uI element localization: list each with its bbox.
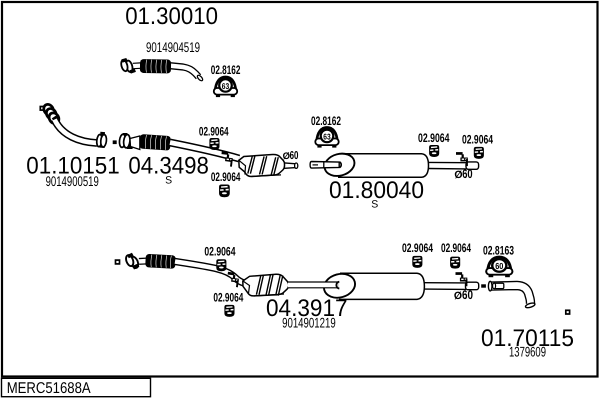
- svg-text:01.70115: 01.70115: [481, 325, 574, 352]
- svg-text:60: 60: [495, 261, 503, 271]
- svg-text:S: S: [371, 198, 378, 210]
- svg-text:60: 60: [462, 288, 473, 302]
- svg-text:9014900519: 9014900519: [46, 173, 99, 189]
- svg-text:01.10151: 01.10151: [26, 153, 119, 180]
- svg-text:Ø: Ø: [454, 169, 462, 181]
- svg-text:02.9064: 02.9064: [211, 170, 241, 184]
- svg-text:1379609: 1379609: [509, 344, 546, 360]
- svg-text:02.9064: 02.9064: [199, 124, 229, 138]
- svg-text:01.80040: 01.80040: [329, 177, 424, 204]
- svg-text:9014904519: 9014904519: [146, 39, 200, 55]
- svg-text:63: 63: [323, 131, 331, 141]
- svg-text:02.9064: 02.9064: [402, 241, 433, 255]
- svg-text:Ø: Ø: [454, 290, 462, 302]
- svg-text:04.3498: 04.3498: [128, 153, 209, 180]
- svg-text:02.8162: 02.8162: [311, 114, 341, 128]
- svg-text:63: 63: [222, 81, 230, 91]
- svg-text:60: 60: [290, 150, 299, 162]
- svg-text:S: S: [165, 175, 172, 187]
- svg-text:9014901219: 9014901219: [282, 315, 336, 331]
- svg-text:01.30010: 01.30010: [125, 3, 218, 30]
- svg-text:02.8163: 02.8163: [483, 244, 514, 258]
- svg-text:04.3917: 04.3917: [266, 295, 348, 322]
- svg-text:60: 60: [462, 167, 472, 181]
- svg-text:02.8162: 02.8162: [211, 63, 241, 77]
- svg-text:02.9064: 02.9064: [204, 245, 235, 259]
- svg-text:Ø: Ø: [283, 151, 290, 162]
- svg-text:02.9064: 02.9064: [441, 241, 471, 255]
- svg-text:02.9064: 02.9064: [418, 131, 450, 145]
- svg-text:02.9064: 02.9064: [213, 291, 243, 305]
- svg-text:MERC51688A: MERC51688A: [7, 380, 91, 397]
- svg-text:02.9064: 02.9064: [462, 133, 493, 147]
